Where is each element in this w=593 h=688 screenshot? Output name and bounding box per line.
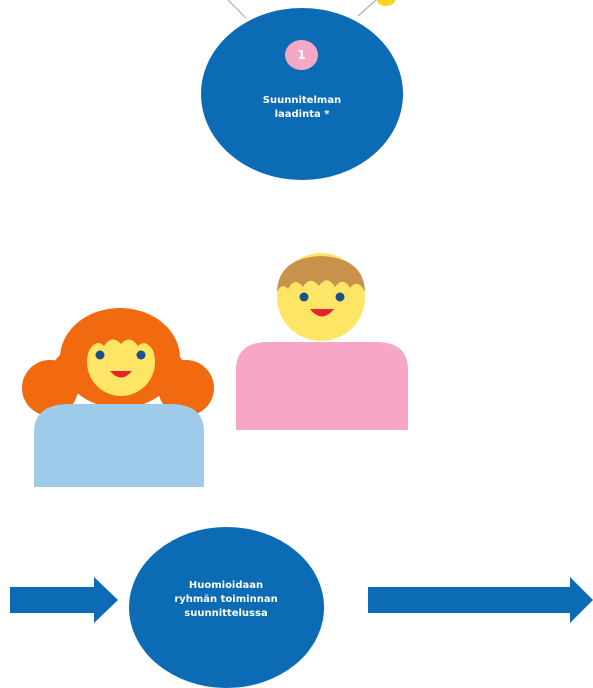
- boy-icon: [236, 253, 408, 430]
- step-node-planning: [201, 8, 403, 180]
- connector-node-yellow: [376, 0, 396, 6]
- girl-icon: [22, 308, 214, 487]
- connector-line-right: [357, 0, 377, 17]
- arrow-right-icon: [368, 577, 593, 623]
- process-node-group-planning: [129, 527, 324, 688]
- step-number-badge: 1: [285, 40, 318, 70]
- arrow-right-icon: [10, 577, 118, 623]
- process-node-label: Huomioidaan ryhmän toiminnan suunnittelu…: [174, 580, 278, 619]
- connector-line-left: [227, 0, 247, 19]
- step-node-label: Suunnitelman laadinta *: [262, 95, 342, 120]
